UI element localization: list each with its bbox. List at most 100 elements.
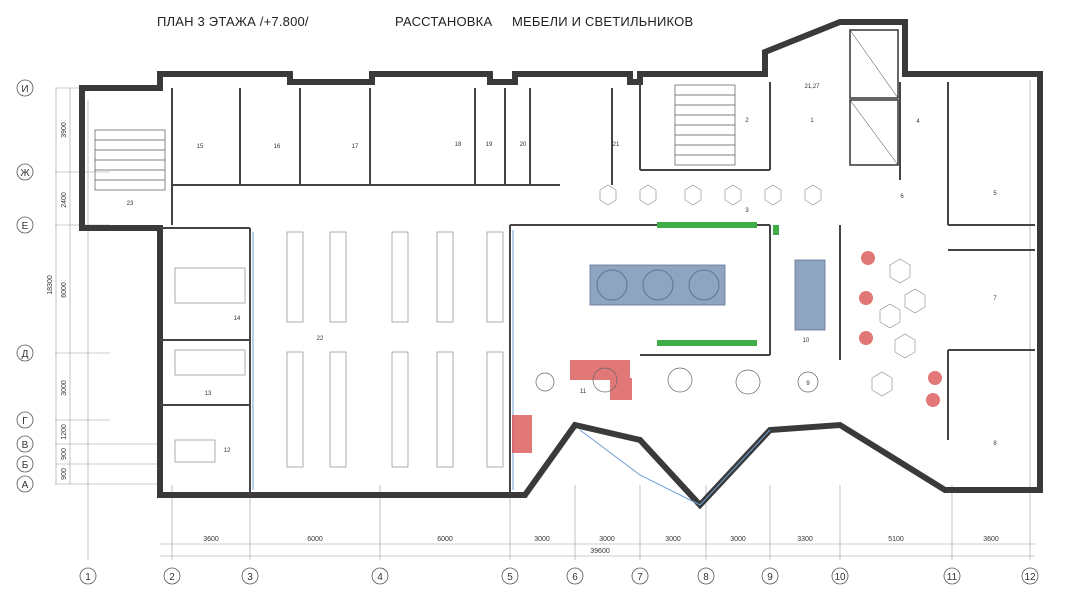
plan-title: ПЛАН 3 ЭТАЖА /+7.800/: [157, 14, 309, 29]
svg-text:900: 900: [61, 468, 68, 480]
svg-text:3000: 3000: [730, 536, 746, 543]
svg-text:7: 7: [637, 572, 643, 583]
svg-text:3600: 3600: [203, 536, 219, 543]
svg-text:16: 16: [274, 144, 281, 150]
axis-marker-Ж: Ж: [16, 163, 34, 181]
axis-marker-А: А: [16, 475, 34, 493]
axis-marker-9: 9: [761, 567, 779, 585]
svg-text:11: 11: [947, 572, 958, 583]
svg-text:20: 20: [520, 142, 527, 148]
open-office-desks: [174, 231, 504, 468]
svg-text:3000: 3000: [534, 536, 550, 543]
axis-marker-4: 4: [371, 567, 389, 585]
round-tables: [535, 367, 819, 395]
outer-walls: [79, 19, 1043, 510]
svg-text:18300: 18300: [47, 275, 54, 295]
svg-text:А: А: [22, 480, 29, 491]
svg-text:3000: 3000: [665, 536, 681, 543]
svg-text:10: 10: [834, 572, 846, 583]
svg-text:22: 22: [317, 336, 324, 342]
svg-text:6000: 6000: [307, 536, 323, 543]
svg-text:2400: 2400: [61, 192, 68, 208]
green-planters: [657, 222, 779, 346]
svg-text:1: 1: [810, 118, 814, 124]
svg-text:1200: 1200: [61, 424, 68, 440]
svg-text:3900: 3900: [61, 122, 68, 138]
axis-marker-8: 8: [697, 567, 715, 585]
axis-marker-В: В: [16, 435, 34, 453]
inner-walls: [160, 82, 1035, 495]
svg-text:7: 7: [993, 296, 997, 302]
svg-text:1: 1: [85, 572, 91, 583]
svg-text:6: 6: [572, 572, 578, 583]
svg-text:5: 5: [993, 191, 997, 197]
svg-text:21,27: 21,27: [804, 84, 820, 90]
staircase-left: [94, 129, 166, 191]
axis-letters: И Ж Е Д Г В Б А: [16, 79, 34, 493]
svg-text:900: 900: [61, 448, 68, 460]
axis-marker-И: И: [16, 79, 34, 97]
svg-text:17: 17: [352, 144, 359, 150]
svg-text:4: 4: [377, 572, 383, 583]
svg-text:Б: Б: [22, 460, 29, 471]
svg-text:3000: 3000: [61, 380, 68, 396]
axis-marker-Г: Г: [16, 411, 34, 429]
svg-text:Ж: Ж: [20, 168, 30, 179]
axis-marker-1: 1: [79, 567, 97, 585]
svg-text:2: 2: [745, 118, 749, 124]
axis-marker-Е: Е: [16, 216, 34, 234]
svg-text:3: 3: [247, 572, 253, 583]
svg-text:12: 12: [1024, 572, 1036, 583]
axis-marker-10: 10: [831, 567, 849, 585]
svg-text:9: 9: [767, 572, 773, 583]
svg-text:И: И: [21, 84, 28, 95]
svg-text:13: 13: [205, 391, 212, 397]
svg-text:10: 10: [803, 338, 810, 344]
grid-lines: [55, 80, 1035, 560]
axis-marker-3: 3: [241, 567, 259, 585]
svg-text:5100: 5100: [888, 536, 904, 543]
svg-text:Г: Г: [22, 416, 28, 427]
svg-text:Д: Д: [22, 349, 29, 360]
svg-text:3000: 3000: [599, 536, 615, 543]
axis-marker-7: 7: [631, 567, 649, 585]
svg-text:4: 4: [916, 119, 920, 125]
hexagon-floor-pattern: [599, 184, 926, 397]
axis-marker-Б: Б: [16, 455, 34, 473]
svg-text:19: 19: [486, 142, 493, 148]
svg-text:12: 12: [224, 448, 231, 454]
svg-text:11: 11: [580, 389, 587, 395]
lounge-red-accents: [512, 251, 942, 453]
svg-text:6: 6: [900, 194, 904, 200]
svg-text:3300: 3300: [797, 536, 813, 543]
svg-text:6000: 6000: [437, 536, 453, 543]
elevator-shafts: [849, 29, 899, 166]
staircase-center: [674, 84, 736, 166]
room-labels: 1 2 3 4 5 6 7 8 9 10 11 12 13 14 15 16 1…: [127, 84, 998, 454]
arrangement-title: РАССТАНОВКА: [395, 14, 493, 29]
vertical-dimensions: 3900 2400 18300 6000 3000 1200 900 900: [47, 122, 68, 480]
svg-text:Е: Е: [22, 221, 29, 232]
svg-text:8: 8: [703, 572, 709, 583]
axis-marker-Д: Д: [16, 344, 34, 362]
svg-text:8: 8: [993, 441, 997, 447]
svg-text:39600: 39600: [590, 548, 610, 555]
svg-text:23: 23: [127, 201, 134, 207]
horizontal-dimensions: 3600 6000 6000 3000 3000 3000 3000 3300 …: [203, 536, 999, 555]
svg-text:21: 21: [613, 142, 620, 148]
svg-text:6000: 6000: [61, 282, 68, 298]
axis-numbers: 1 2 3 4 5 6 7 8 9 10 11 12: [79, 567, 1039, 585]
svg-text:В: В: [22, 440, 29, 451]
svg-text:9: 9: [806, 381, 810, 387]
axis-marker-2: 2: [163, 567, 181, 585]
furniture-title: МЕБЕЛИ И СВЕТИЛЬНИКОВ: [512, 14, 694, 29]
axis-marker-5: 5: [501, 567, 519, 585]
svg-text:14: 14: [234, 316, 241, 322]
svg-text:3: 3: [745, 208, 749, 214]
conference-table: [589, 259, 826, 331]
svg-text:15: 15: [197, 144, 204, 150]
svg-text:3600: 3600: [983, 536, 999, 543]
axis-marker-6: 6: [566, 567, 584, 585]
svg-text:2: 2: [169, 572, 175, 583]
